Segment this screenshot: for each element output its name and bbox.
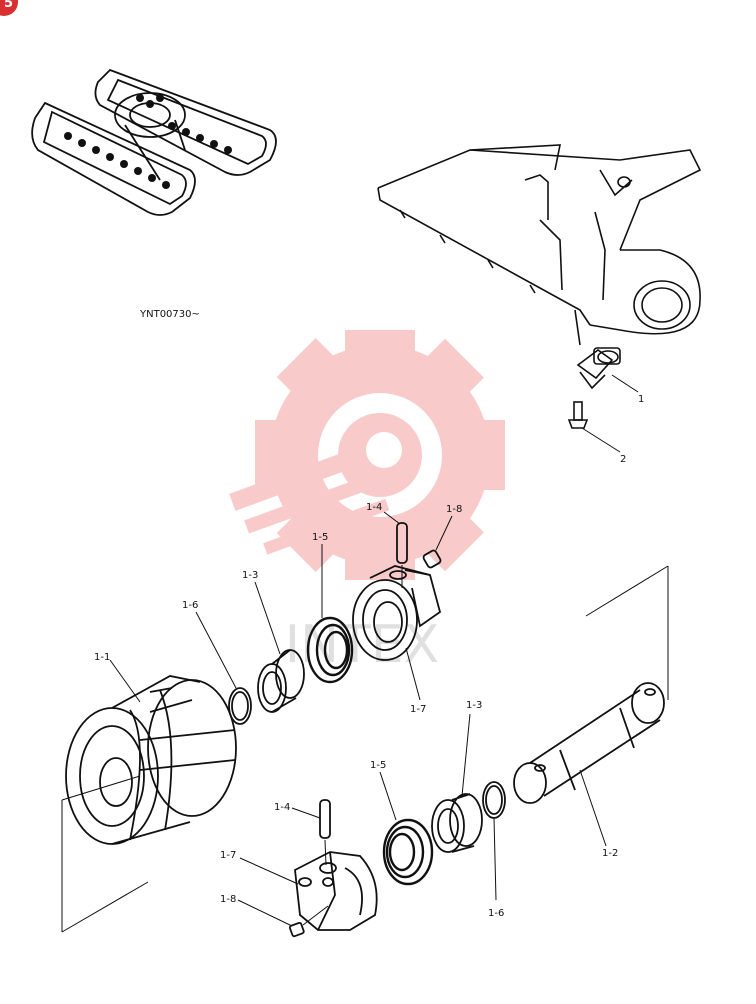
part-1-7-bracket-lower <box>294 851 378 931</box>
part-1-8-plug-upper <box>422 549 442 569</box>
leader-part-1-3-upper <box>254 581 281 655</box>
part-1-5-seal-lower <box>382 818 434 886</box>
part-1-2-shaft <box>513 682 665 804</box>
pin-guide-lower <box>324 839 327 866</box>
page-badge: 5 <box>0 0 18 16</box>
frame-line-1-1-b <box>61 881 149 933</box>
part-1-1-roller <box>65 675 237 845</box>
part-1-3-collar-lower <box>431 793 483 853</box>
leader-part-1-3-lower <box>461 713 471 797</box>
leader-part-1-6-lower <box>493 817 497 901</box>
callout-part-1-4-lower: 1-4 <box>274 802 290 813</box>
leader-part-1-6-upper <box>195 611 237 689</box>
serial-note: YNT00730~ <box>139 309 200 320</box>
part-1-6-ring-upper <box>228 687 252 725</box>
part-1-6-ring-lower <box>482 781 506 819</box>
part-1-4-pin-upper <box>396 522 408 564</box>
callout-part-1-8-upper: 1-8 <box>446 504 462 515</box>
leader-part-2 <box>581 427 621 453</box>
leader-part-1 <box>611 374 639 393</box>
leader-part-1-7-lower <box>239 857 299 885</box>
part-1-3-collar-upper <box>257 649 305 713</box>
callout-part-1-1: 1-1 <box>94 652 110 663</box>
callout-part-1-7-lower: 1-7 <box>220 850 236 861</box>
callout-part-2: 2 <box>620 454 626 465</box>
track-frame <box>377 144 702 346</box>
callout-part-1-7-upper: 1-7 <box>410 704 426 715</box>
callout-part-1-6-upper: 1-6 <box>182 600 198 611</box>
callout-part-1-8-lower: 1-8 <box>220 894 236 905</box>
leader-part-1-2 <box>579 769 607 847</box>
part-1-7-bracket-upper <box>352 565 442 661</box>
part-1-4-pin-lower <box>319 799 331 839</box>
part-2-bolt <box>567 401 589 429</box>
leader-part-1-7-upper <box>405 647 421 701</box>
leader-part-1-4-lower <box>291 807 321 819</box>
callout-part-1-5-lower: 1-5 <box>370 760 386 771</box>
callout-part-1-4-upper: 1-4 <box>366 502 382 513</box>
leader-part-1-8-upper <box>435 515 453 551</box>
callout-part-1-3-lower: 1-3 <box>466 700 482 711</box>
frame-line-1-2-a <box>585 565 669 617</box>
leader-part-1-5-lower <box>379 771 397 821</box>
part-1-bolt-assembly <box>576 347 621 390</box>
part-1-8-plug-lower <box>288 921 305 938</box>
watermark: INTEX <box>229 330 505 675</box>
callout-part-1: 1 <box>638 394 644 405</box>
callout-part-1-2: 1-2 <box>602 848 618 859</box>
callout-part-1-6-lower: 1-6 <box>488 908 504 919</box>
callout-part-1-5-upper: 1-5 <box>312 532 328 543</box>
leader-part-1-4-upper <box>383 511 401 525</box>
leader-part-1-1 <box>109 659 141 703</box>
axis-line-1-1 <box>61 775 141 801</box>
leader-part-1-8-lower <box>237 899 293 927</box>
undercarriage-overview <box>31 68 277 216</box>
callout-part-1-3-upper: 1-3 <box>242 570 258 581</box>
part-1-5-seal-upper <box>306 616 354 684</box>
plug-guide-lower <box>302 905 329 926</box>
page-badge-number: 5 <box>3 0 13 11</box>
